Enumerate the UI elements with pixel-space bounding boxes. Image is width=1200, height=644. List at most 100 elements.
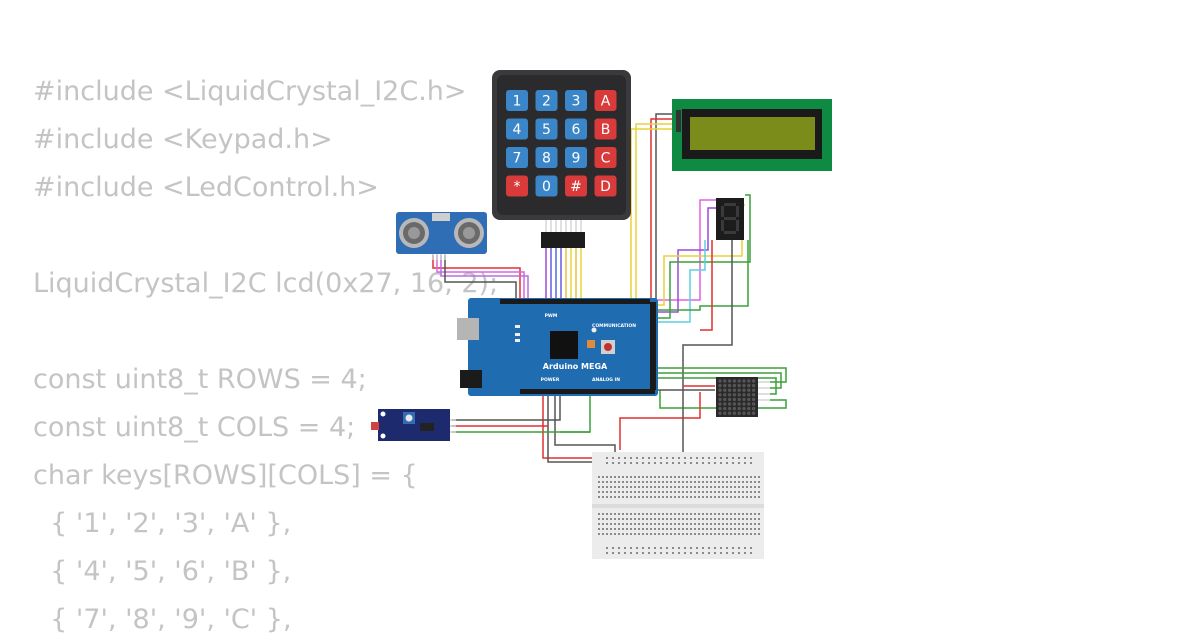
- breadboard-hole: [598, 491, 600, 493]
- breadboard-hole: [758, 528, 760, 530]
- keypad-key[interactable]: D: [594, 175, 617, 197]
- breadboard-hole: [610, 523, 612, 525]
- breadboard-hole: [626, 533, 628, 535]
- breadboard-hole: [746, 513, 748, 515]
- breadboard-hole: [630, 491, 632, 493]
- breadboard-hole: [714, 523, 716, 525]
- breadboard-hole: [714, 457, 716, 459]
- breadboard-hole: [634, 476, 636, 478]
- breadboard-hole: [654, 457, 656, 459]
- breadboard-hole: [722, 486, 724, 488]
- breadboard-hole: [606, 476, 608, 478]
- breadboard-hole: [678, 552, 680, 554]
- breadboard-hole: [698, 496, 700, 498]
- ultrasonic-sensor[interactable]: [396, 212, 487, 260]
- keypad-key[interactable]: A: [594, 90, 617, 111]
- keypad-key[interactable]: 8: [535, 147, 558, 168]
- breadboard-hole: [742, 528, 744, 530]
- breadboard-hole: [690, 547, 692, 549]
- breadboard-hole: [672, 457, 674, 459]
- lcd-display[interactable]: [672, 99, 832, 171]
- breadboard-hole: [638, 496, 640, 498]
- breadboard-hole: [694, 486, 696, 488]
- breadboard-hole: [702, 476, 704, 478]
- breadboard-hole: [722, 491, 724, 493]
- breadboard-hole: [602, 533, 604, 535]
- breadboard-hole: [698, 481, 700, 483]
- breadboard-hole: [602, 491, 604, 493]
- keypad-key[interactable]: #: [565, 175, 587, 197]
- breadboard-hole: [758, 481, 760, 483]
- breadboard-hole: [650, 486, 652, 488]
- breadboard-hole: [726, 552, 728, 554]
- breadboard-hole: [726, 518, 728, 520]
- keypad-key[interactable]: 7: [506, 147, 528, 168]
- breadboard-hole: [738, 518, 740, 520]
- keypad-key[interactable]: 0: [535, 175, 558, 197]
- breadboard-hole: [742, 533, 744, 535]
- breadboard-hole: [714, 552, 716, 554]
- breadboard-hole: [660, 552, 662, 554]
- breadboard-hole: [754, 481, 756, 483]
- breadboard-hole: [666, 481, 668, 483]
- breadboard-hole: [750, 491, 752, 493]
- code-editor-background: #include <LiquidCrystal_I2C.h>#include <…: [33, 68, 498, 644]
- keypad-key[interactable]: 5: [535, 118, 558, 140]
- keypad-key-label: 9: [572, 151, 581, 167]
- breadboard-hole: [618, 513, 620, 515]
- breadboard-hole: [710, 491, 712, 493]
- breadboard-hole: [744, 552, 746, 554]
- breadboard-hole: [634, 518, 636, 520]
- keypad-key[interactable]: 2: [535, 90, 558, 111]
- breadboard-hole: [682, 513, 684, 515]
- breadboard-hole: [714, 476, 716, 478]
- breadboard-hole: [630, 547, 632, 549]
- breadboard-hole: [710, 486, 712, 488]
- matrix-led: [723, 402, 727, 406]
- arduino-mega-board[interactable]: Arduino MEGA COMMUNICATION PWM POWER ANA…: [457, 298, 658, 396]
- breadboard-hole: [618, 552, 620, 554]
- code-line: char keys[ROWS][COLS] = {: [33, 460, 418, 491]
- breadboard-hole: [706, 496, 708, 498]
- breadboard-hole: [624, 547, 626, 549]
- breadboard[interactable]: [592, 452, 764, 559]
- breadboard-hole: [698, 518, 700, 520]
- breadboard-hole: [706, 481, 708, 483]
- breadboard-hole: [630, 496, 632, 498]
- breadboard-hole: [672, 462, 674, 464]
- keypad-key[interactable]: 3: [565, 90, 587, 111]
- matrix-led: [723, 379, 727, 383]
- keypad-key[interactable]: B: [594, 118, 617, 140]
- keypad-key[interactable]: 9: [565, 147, 587, 168]
- breadboard-hole: [734, 528, 736, 530]
- breadboard-hole: [654, 486, 656, 488]
- breadboard-hole: [714, 491, 716, 493]
- breadboard-hole: [658, 476, 660, 478]
- sensor-module[interactable]: [371, 409, 456, 441]
- matrix-led: [718, 411, 722, 415]
- matrix-led: [727, 388, 732, 392]
- keypad-key[interactable]: C: [594, 147, 617, 168]
- breadboard-hole: [666, 476, 668, 478]
- breadboard-hole: [666, 457, 668, 459]
- breadboard-hole: [622, 513, 624, 515]
- keypad-key-label: 3: [572, 94, 581, 110]
- breadboard-hole: [666, 491, 668, 493]
- breadboard-hole: [648, 462, 650, 464]
- breadboard-hole: [678, 496, 680, 498]
- breadboard-hole: [702, 457, 704, 459]
- breadboard-hole: [610, 491, 612, 493]
- keypad-key[interactable]: 1: [506, 90, 528, 111]
- breadboard-hole: [686, 513, 688, 515]
- breadboard-hole: [696, 547, 698, 549]
- keypad-key[interactable]: 6: [565, 118, 587, 140]
- breadboard-hole: [758, 496, 760, 498]
- breadboard-hole: [598, 481, 600, 483]
- keypad-key[interactable]: 4: [506, 118, 528, 140]
- breadboard-hole: [678, 491, 680, 493]
- keypad-key[interactable]: *: [506, 175, 528, 197]
- breadboard-hole: [602, 476, 604, 478]
- breadboard-hole: [630, 481, 632, 483]
- breadboard-hole: [642, 486, 644, 488]
